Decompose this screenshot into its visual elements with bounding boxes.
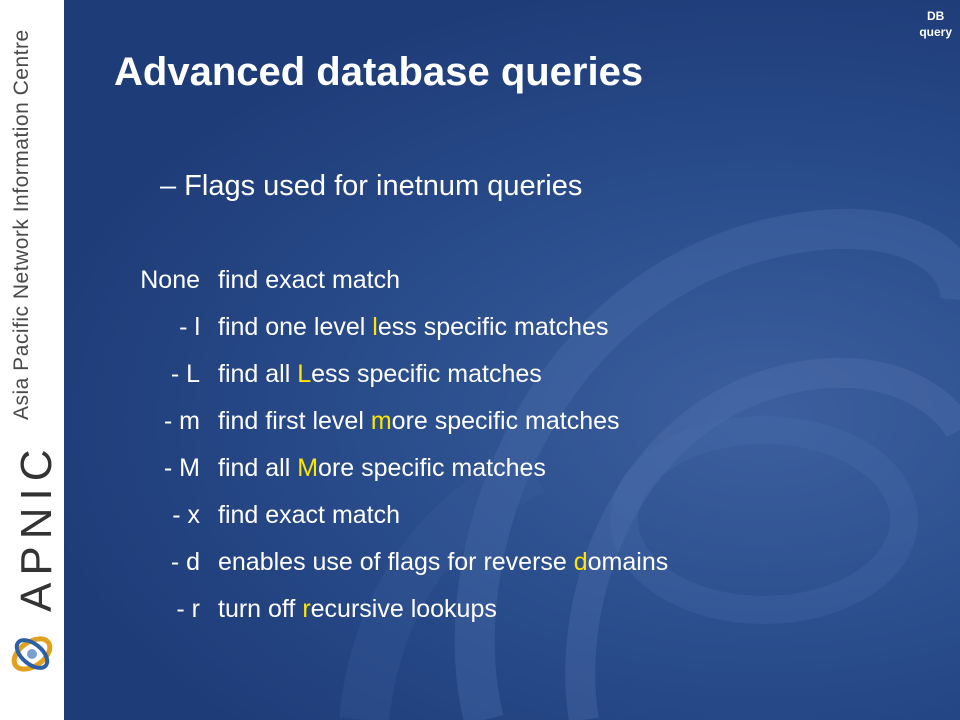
description-text: ore specific matches	[391, 407, 620, 435]
description-text: turn off	[218, 595, 303, 623]
flag-description: enables use of flags for reverse domains	[218, 548, 668, 577]
highlight-letter: m	[370, 407, 392, 435]
flag-description: find all More specific matches	[218, 454, 546, 483]
corner-label-line1: DB	[926, 9, 945, 23]
flag-description: find first level more specific matches	[218, 407, 620, 436]
flag-name: None	[140, 266, 200, 294]
apnic-logo-icon	[11, 636, 53, 672]
flag-name: - d	[170, 548, 200, 576]
sidebar: Asia Pacific Network Information Centre …	[0, 0, 66, 720]
description-text: find exact match	[218, 266, 401, 294]
description-text: ess specific matches	[377, 313, 609, 341]
flag-description: find exact match	[218, 266, 400, 295]
description-text: enables use of flags for reverse	[218, 548, 574, 576]
flag-name: - r	[176, 595, 200, 623]
description-text: ess specific matches	[311, 360, 542, 388]
flag-name: - l	[179, 313, 200, 341]
page-title: Advanced database queries	[114, 50, 644, 94]
highlight-letter: L	[297, 360, 312, 388]
description-text: ecursive lookups	[310, 595, 497, 623]
description-text: find all	[218, 454, 298, 482]
description-text: find exact match	[218, 501, 401, 529]
flag-name: - m	[163, 407, 200, 435]
highlight-letter: d	[573, 548, 588, 576]
description-text: find all	[218, 360, 298, 388]
org-name: Asia Pacific Network Information Centre	[10, 29, 33, 420]
flag-description: find all Less specific matches	[218, 360, 542, 389]
description-text: omains	[587, 548, 669, 576]
description-text: find one level	[218, 313, 373, 341]
flag-name: - L	[170, 360, 200, 388]
flag-description: find exact match	[218, 501, 400, 530]
background-swirl	[339, 208, 960, 720]
highlight-letter: M	[297, 454, 319, 482]
description-text: ore specific matches	[318, 454, 546, 482]
flag-name: - x	[172, 501, 200, 529]
flag-name: - M	[163, 454, 200, 482]
slide-content: DB query Advanced database queries – Fla…	[64, 0, 960, 720]
flag-description: turn off recursive lookups	[218, 595, 497, 624]
description-text: find first level	[218, 407, 371, 435]
apnic-wordmark: APNIC	[12, 442, 61, 612]
highlight-letter: r	[302, 595, 311, 623]
corner-label: DB query	[919, 8, 952, 40]
flag-description: find one level less specific matches	[218, 313, 608, 342]
corner-label-line2: query	[919, 25, 952, 39]
highlight-letter: l	[372, 313, 378, 341]
subtitle: – Flags used for inetnum queries	[160, 170, 583, 202]
